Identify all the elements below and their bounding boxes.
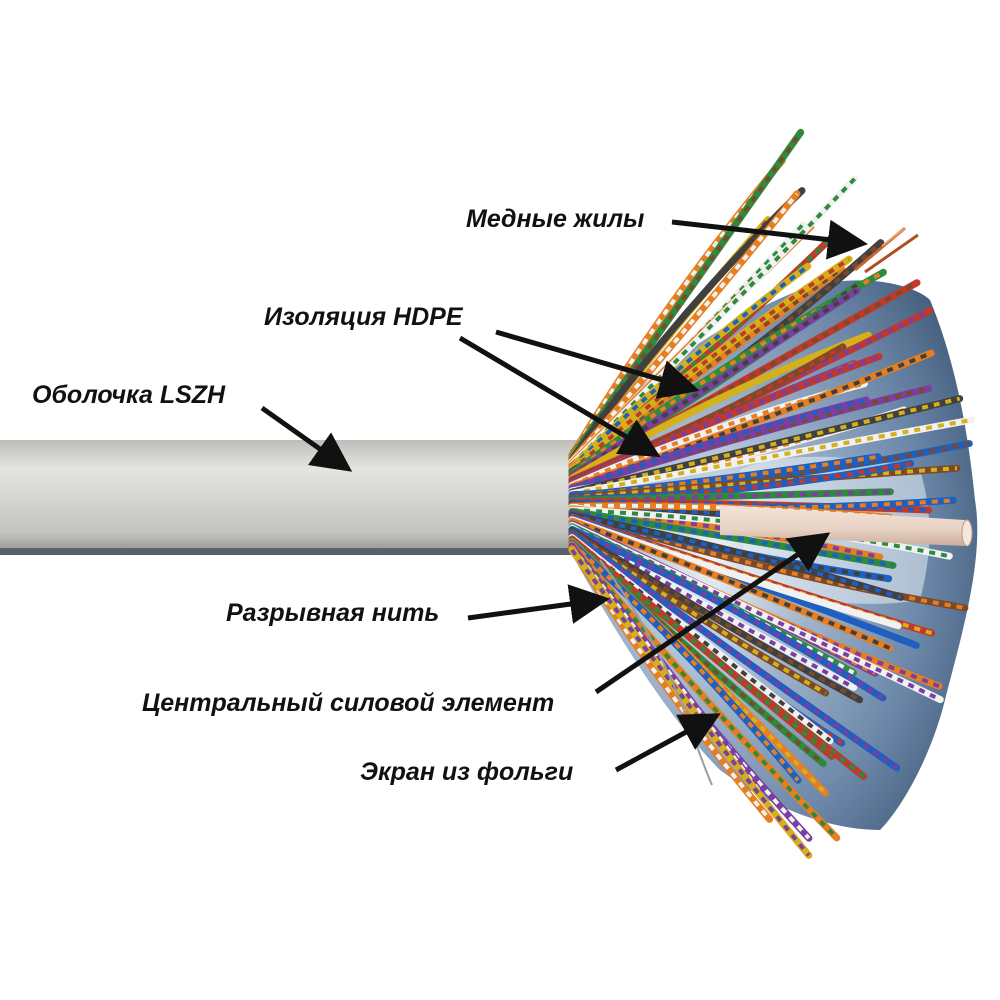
label-rip-cord: Разрывная нить xyxy=(226,599,440,627)
arrow-central-member xyxy=(594,532,831,695)
callout-arrows xyxy=(260,219,868,773)
wire-pair-twist xyxy=(570,531,898,770)
wire-pair-twist xyxy=(570,547,772,821)
wire-pair-twist xyxy=(571,520,940,688)
sheath-shadow xyxy=(0,548,585,555)
wire-pair-twist xyxy=(570,264,809,469)
wire-pair-twist xyxy=(570,270,885,475)
wire-pair-twist xyxy=(570,333,870,481)
wire-pair-twist xyxy=(571,513,902,600)
wire-pair-twist xyxy=(571,517,899,628)
label-copper-cores: Медные жилы xyxy=(466,205,645,233)
wire-pair-twist xyxy=(571,523,942,702)
wire-pair-twist xyxy=(571,461,912,502)
wire-pair-twist xyxy=(571,354,880,486)
central-member-end xyxy=(961,519,973,547)
wire-pair-twist xyxy=(570,257,851,472)
wire-pair-twist xyxy=(571,510,966,610)
arrow-rip-cord xyxy=(467,584,610,624)
label-insulation: Изоляция HDPE xyxy=(264,303,463,331)
wire-pair-twist xyxy=(571,454,879,499)
wire-pair xyxy=(568,395,964,496)
wire-pair-twist xyxy=(570,529,861,702)
arrow-foil-screen xyxy=(614,713,721,773)
wire-pair xyxy=(568,517,894,652)
wire-pair xyxy=(568,507,897,569)
wire-pair-twist xyxy=(570,288,858,478)
wire-pair-twist xyxy=(571,499,929,512)
arrow-copper-cores xyxy=(671,219,868,260)
wire-pair-twist xyxy=(570,267,843,471)
wire-pair-twist xyxy=(571,417,972,496)
label-foil-screen: Экран из фольги xyxy=(360,758,574,786)
wire-pair-twist xyxy=(570,237,832,468)
label-central-member: Центральный силовой элемент xyxy=(142,689,555,717)
wire-pair-twist xyxy=(571,527,884,700)
arrow-insulation-upper xyxy=(495,329,700,399)
wire-pair xyxy=(568,539,802,784)
cable-sheath xyxy=(0,440,585,555)
wire-pair-twist xyxy=(571,398,867,492)
arrow-sheath xyxy=(260,405,353,472)
wire-pair-twist xyxy=(570,538,825,766)
twisted-pair-bundle xyxy=(568,128,976,859)
label-sheath: Оболочка LSZH xyxy=(32,381,226,409)
copper-cores xyxy=(854,226,919,274)
arrow-insulation-lower xyxy=(458,335,661,458)
rip-cord xyxy=(599,559,713,786)
wire-pair-twist xyxy=(571,466,958,500)
wire-pair-twist xyxy=(571,408,905,493)
central-strength-member xyxy=(720,505,973,546)
